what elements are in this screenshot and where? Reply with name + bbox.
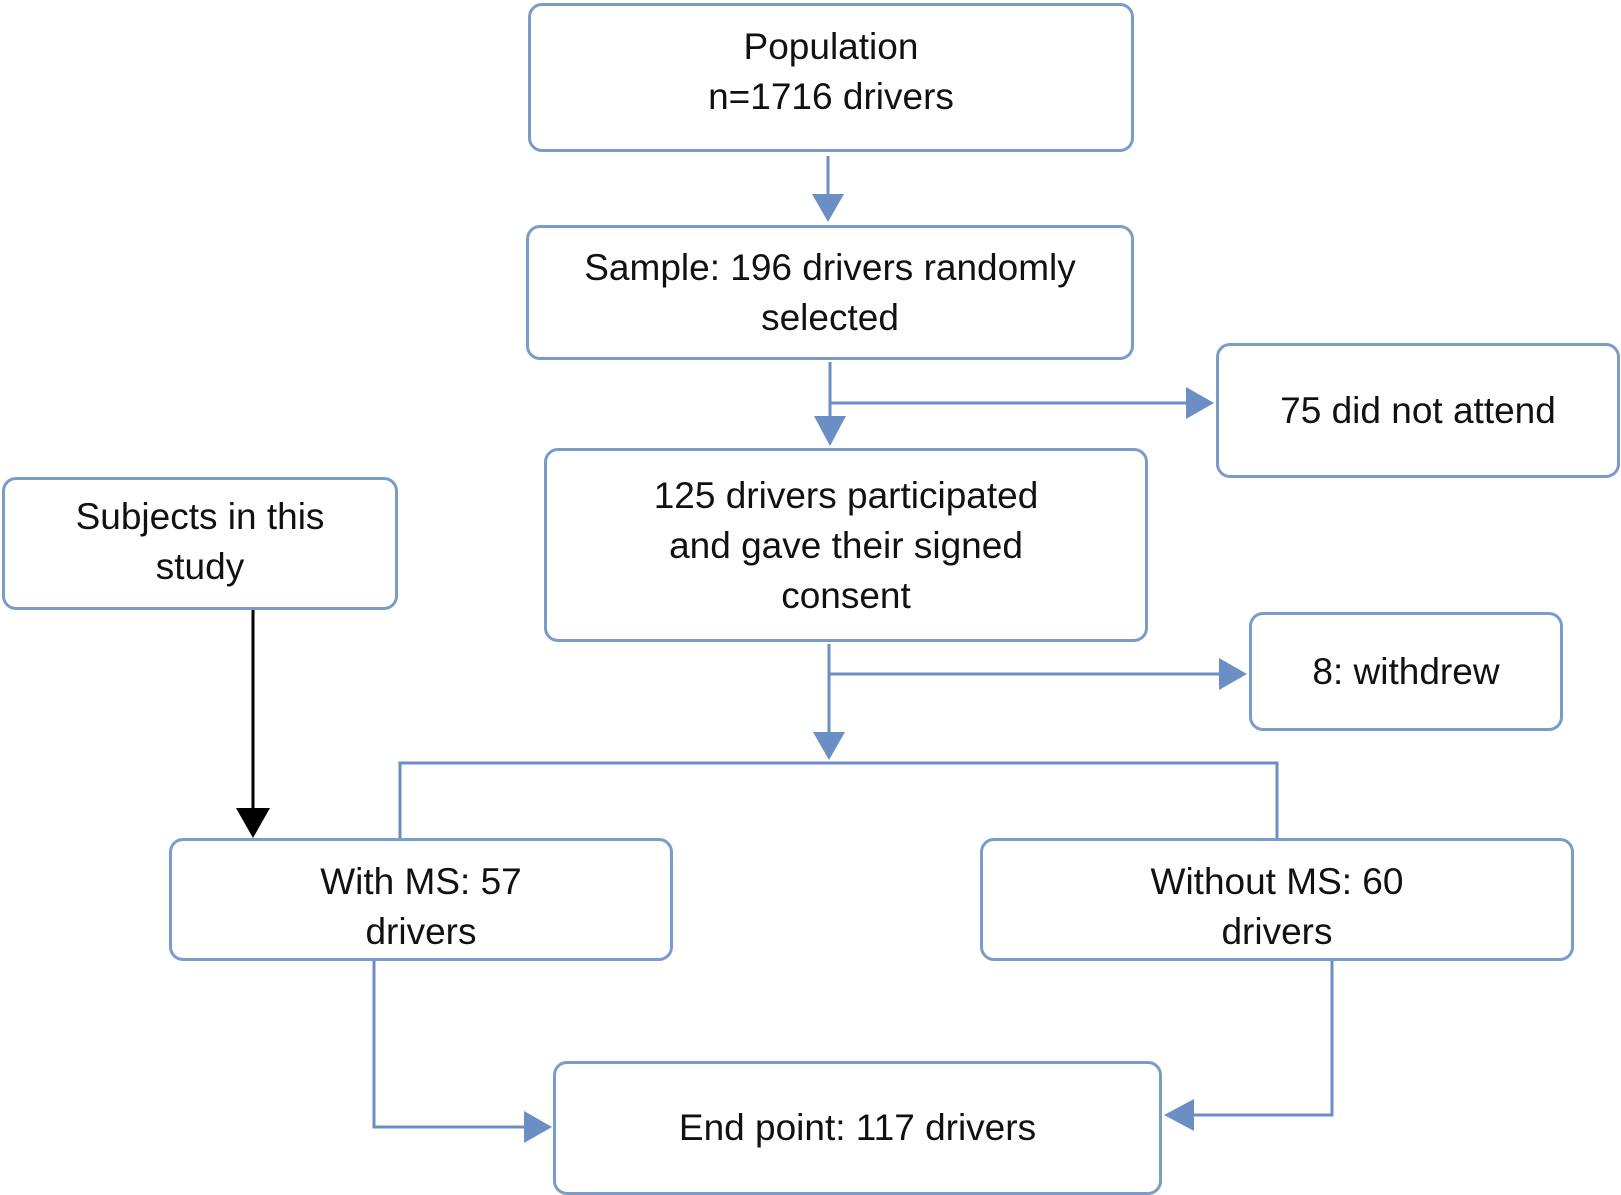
split-connector bbox=[398, 761, 1279, 838]
population-count: n=1716 drivers bbox=[708, 76, 954, 117]
arrow-subjects-to-with-ms bbox=[236, 610, 270, 838]
population-box: Population n=1716 drivers bbox=[528, 3, 1134, 152]
subjects-box: Subjects in this study bbox=[2, 477, 398, 610]
without-ms-box: Without MS: 60 drivers bbox=[980, 838, 1574, 961]
subjects-line-1: Subjects in this bbox=[75, 496, 325, 537]
without-ms-line-1: Without MS: 60 bbox=[1150, 861, 1404, 902]
withdrew-label: 8: withdrew bbox=[1312, 650, 1500, 692]
sample-line-1: Sample: 196 drivers randomly bbox=[584, 246, 1076, 288]
population-label: Population bbox=[743, 26, 919, 67]
arrow-to-not-attend bbox=[830, 387, 1214, 419]
did-not-attend-label: 75 did not attend bbox=[1280, 389, 1556, 431]
participated-line-2: and gave their signed bbox=[669, 525, 1023, 566]
with-ms-box: With MS: 57 drivers bbox=[169, 838, 673, 961]
participated-box: 125 drivers participated and gave their … bbox=[544, 448, 1148, 642]
did-not-attend-box: 75 did not attend bbox=[1216, 343, 1620, 478]
withdrew-box: 8: withdrew bbox=[1249, 612, 1563, 731]
arrow-participated-to-split bbox=[813, 644, 845, 760]
arrow-population-to-sample bbox=[812, 156, 844, 222]
arrow-to-withdrew bbox=[829, 658, 1247, 690]
participated-line-3: consent bbox=[781, 575, 911, 616]
end-point-box: End point: 117 drivers bbox=[553, 1061, 1162, 1195]
sample-box: Sample: 196 drivers randomly selected bbox=[526, 225, 1134, 360]
arrow-without-ms-to-end-point bbox=[1164, 961, 1334, 1131]
end-point-label: End point: 117 drivers bbox=[678, 1107, 1037, 1148]
with-ms-line-2: drivers bbox=[365, 911, 477, 952]
without-ms-line-2: drivers bbox=[1221, 911, 1333, 952]
participated-line-1: 125 drivers participated bbox=[653, 475, 1039, 516]
arrow-with-ms-to-end-point bbox=[372, 961, 552, 1143]
sample-line-2: selected bbox=[761, 296, 899, 338]
with-ms-line-1: With MS: 57 bbox=[320, 861, 522, 902]
subjects-line-2: study bbox=[155, 546, 245, 587]
arrow-sample-to-participated bbox=[814, 362, 846, 446]
